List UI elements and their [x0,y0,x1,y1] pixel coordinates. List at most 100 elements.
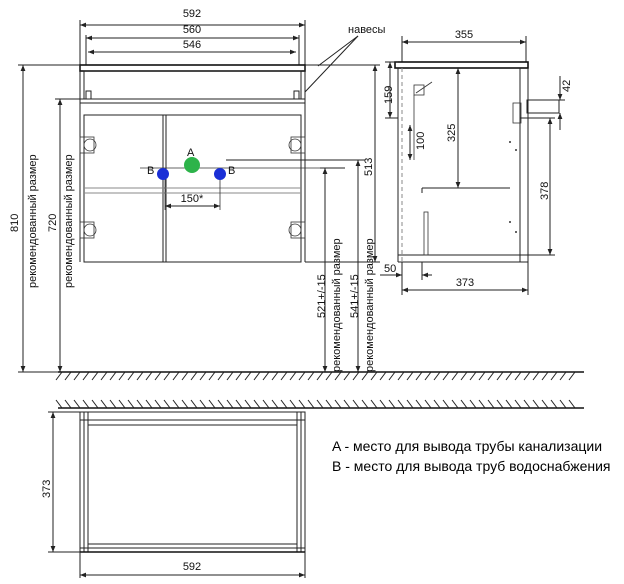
dim-720-label: 720 [47,214,59,232]
hatch-line [397,399,405,409]
hatch-line [397,371,405,381]
dim-42-label: 42 [561,80,573,92]
hatch-line [505,399,513,409]
hatch-line [388,399,396,409]
hatch-line [316,371,324,381]
hatch-line [235,399,243,409]
pipe-a-marker [184,157,200,173]
dim-373-side-label: 373 [456,277,474,289]
hatch-line [424,371,432,381]
hatch-line [343,399,351,409]
hatch-line [100,371,108,381]
hatch-line [550,371,558,381]
hatch-line [244,399,252,409]
hatch-line [91,399,99,409]
dim-159-label: 159 [383,86,395,104]
hatch-line [469,399,477,409]
hatch-line [460,371,468,381]
hatch-line [172,399,180,409]
hatch-line [253,371,261,381]
hatch-line [343,371,351,381]
pipe-b-right-label: B [228,165,235,177]
hatch-line [181,371,189,381]
hatch-line [325,371,333,381]
hatch-line [208,371,216,381]
hatch-line [496,399,504,409]
hatch-line [172,371,180,381]
hatch-line [280,371,288,381]
hatch-line [334,371,342,381]
hatch-line [217,399,225,409]
hatch-line [316,399,324,409]
pipe-b-right-marker [214,168,226,180]
dim-592-top-label: 592 [183,8,201,20]
hatch-line [109,371,117,381]
legend-b: B - место для вывода труб водоснабжения [332,458,611,474]
hatch-line [424,399,432,409]
hatch-line [73,399,81,409]
top-drawer-panel [83,70,302,100]
hatch-line [478,399,486,409]
dim-378-label: 378 [539,182,551,200]
hatch-line [550,399,558,409]
hatch-line [127,399,135,409]
hatch-line [226,399,234,409]
hatch-line [109,399,117,409]
hatch-line [370,371,378,381]
hatch-line [253,399,261,409]
hatch-line [442,399,450,409]
hatch-line [487,371,495,381]
hinge-icon [79,136,306,239]
dim-720-note: рекомендованный размер [63,154,75,288]
hatch-line [406,371,414,381]
hatch-line [244,371,252,381]
hatch-line [559,399,567,409]
hatch-line [379,399,387,409]
dim-560-label: 560 [183,24,201,36]
hatch-line [442,371,450,381]
dim-100-label: 100 [415,132,427,150]
hatch-line [433,399,441,409]
side-view: 355 159 42 325 100 378 [380,29,573,295]
hatch-line [217,371,225,381]
plan-view: 373 592 [41,411,306,578]
hatch-line [136,399,144,409]
hatch-line [280,399,288,409]
hatch-line [73,371,81,381]
hatch-line [118,399,126,409]
hatch-line [271,399,279,409]
dim-521-label: 521+/-15 [316,274,328,318]
hatch-line [100,399,108,409]
hatch-line [532,371,540,381]
hatch-line [541,399,549,409]
hatch-line [352,399,360,409]
hatch-line [541,371,549,381]
hatch-line [199,399,207,409]
hatch-line [532,399,540,409]
hatch-line [271,371,279,381]
hatch-line [496,371,504,381]
legend: A - место для вывода трубы канализации B… [332,438,611,474]
hinges-label: навесы [348,24,386,36]
hatch-line [406,399,414,409]
hatch-line [190,399,198,409]
pipe-b-left-marker [157,168,169,180]
hatch-line [523,371,531,381]
hatch-line [163,399,171,409]
hatch-line [370,399,378,409]
hatch-line [64,399,72,409]
hatch-line [82,399,90,409]
hatch-line [460,399,468,409]
hatch-line [262,371,270,381]
hatch-line [361,399,369,409]
hinges-leader [304,35,359,93]
dim-592-plan-label: 592 [183,561,201,573]
hatch-line [505,371,513,381]
hatch-line [136,371,144,381]
dim-325-label: 325 [446,124,458,142]
hatch-line [145,399,153,409]
dim-541-note: рекомендованный размер [364,238,376,372]
hatch-line [82,371,90,381]
hatch-line [388,371,396,381]
